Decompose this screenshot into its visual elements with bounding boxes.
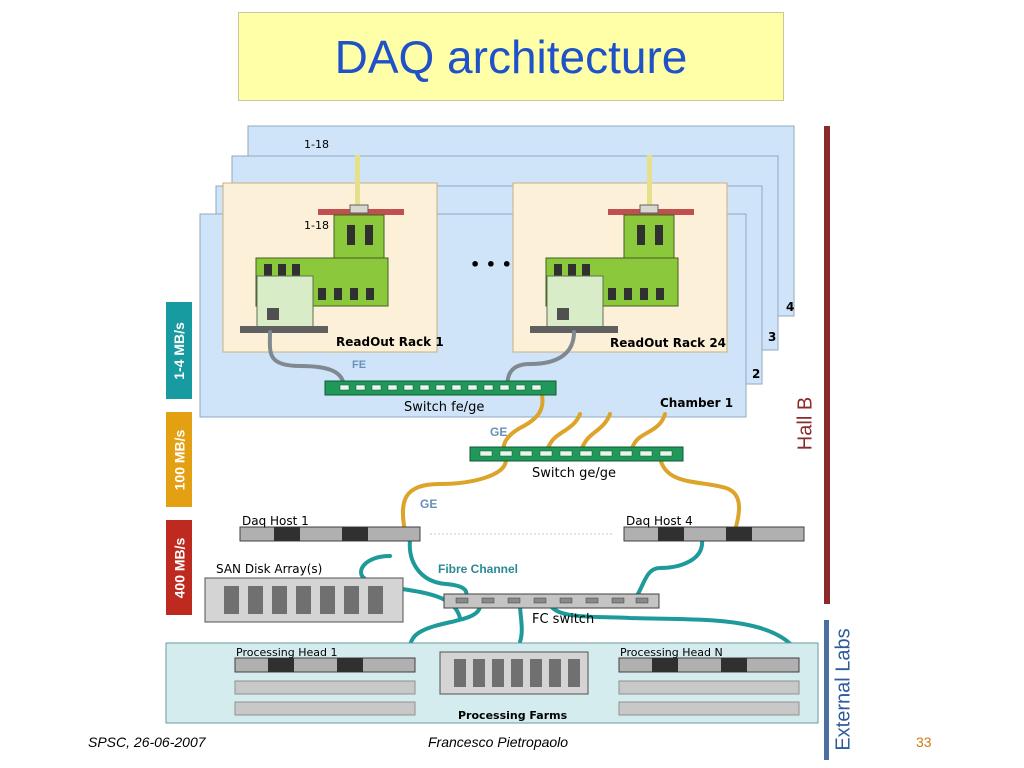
hall-b-label: Hall B	[794, 396, 817, 451]
title-box: DAQ architecture	[238, 12, 784, 101]
switch-fe-ge-label: Switch fe/ge	[404, 400, 485, 415]
switch-ge-ge	[469, 446, 684, 462]
processing-farm-array	[439, 651, 589, 695]
rack-counter-top: 1-18	[304, 138, 329, 151]
fc-cable-daq4	[630, 538, 705, 604]
processing-head-n	[618, 657, 800, 716]
hall-b-line	[824, 126, 830, 604]
footer-author: Francesco Pietropaolo	[428, 734, 569, 750]
processing-head-1	[234, 657, 416, 716]
footer-date: SPSC, 26-06-2007	[88, 734, 206, 750]
readout-rack-24	[512, 155, 728, 353]
fe-cable-24	[505, 330, 576, 392]
processing-head-1-label: Processing Head 1	[236, 646, 338, 659]
chamber-label: Chamber 1	[660, 396, 734, 410]
fc-switch	[443, 593, 660, 609]
page-title: DAQ architecture	[334, 30, 688, 83]
fibre-channel-label: Fibre Channel	[438, 562, 519, 576]
switch-fe-ge	[324, 380, 557, 396]
rate-bar-mid: 100 MB/s	[166, 412, 192, 507]
external-labs-line	[824, 620, 829, 760]
page-number: 33	[916, 734, 932, 750]
ge-cable-daq4	[658, 456, 741, 536]
san-disk-array-label: SAN Disk Array(s)	[216, 562, 323, 576]
processing-head-n-label: Processing Head N	[620, 646, 723, 659]
switch-ge-ge-label: Switch ge/ge	[532, 466, 616, 481]
stack-number-4: 4	[786, 300, 795, 314]
stack-number-2: 2	[752, 367, 761, 381]
rate-bar-high: 400 MB/s	[166, 520, 192, 615]
ge-label-2: GE	[420, 497, 438, 511]
processing-farms-label: Processing Farms	[458, 709, 568, 722]
fc-cable-farm	[518, 602, 524, 644]
racks-ellipsis: • • •	[470, 255, 512, 274]
fe-cable-1	[267, 330, 346, 390]
external-labs-label: External Labs	[832, 628, 855, 751]
rack-1-label: ReadOut Rack 1	[336, 335, 444, 349]
rack-24-label: ReadOut Rack 24	[610, 336, 727, 350]
san-disk-array	[204, 577, 404, 623]
stack-number-3: 3	[768, 330, 777, 344]
ge-cable-daq1	[401, 456, 508, 538]
ge-label-1: GE	[490, 425, 508, 439]
rate-bar-low: 1-4 MB/s	[166, 302, 192, 399]
readout-rack-1	[222, 155, 438, 353]
daq-host-4-label: Daq Host 4	[626, 514, 693, 528]
daq-host-1-label: Daq Host 1	[242, 514, 309, 528]
fc-switch-label: FC switch	[532, 612, 595, 627]
fe-label: FE	[352, 359, 367, 371]
daq-host-1	[239, 526, 421, 542]
daq-host-4	[623, 526, 805, 542]
rack-counter-front: 1-18	[304, 219, 329, 232]
